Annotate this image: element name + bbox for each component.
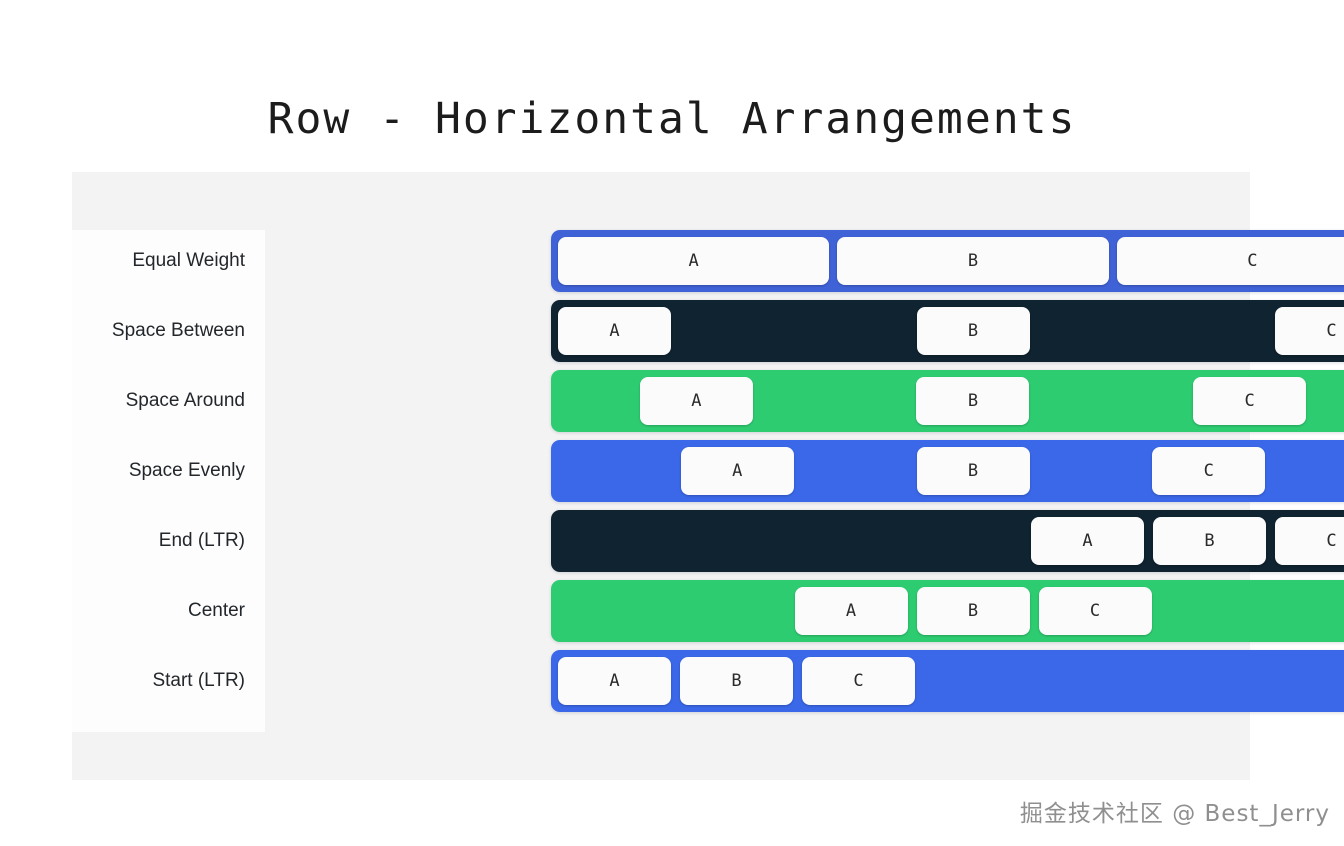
- row-label: Start (LTR): [152, 670, 245, 691]
- arrangement-row: Space Between A B C: [72, 300, 1344, 362]
- arrangement-row: Space Around A B C: [72, 370, 1344, 432]
- row-item-box[interactable]: B: [680, 657, 793, 705]
- row-label: Space Evenly: [128, 460, 245, 481]
- row-track-wrap: A B C: [265, 370, 1344, 432]
- row-item-box[interactable]: B: [1153, 517, 1266, 565]
- row-track-between[interactable]: A B C: [551, 300, 1344, 362]
- row-item-box[interactable]: A: [680, 447, 794, 495]
- row-item-box[interactable]: A: [639, 377, 753, 425]
- row-item-box[interactable]: A: [558, 237, 830, 285]
- row-item-box[interactable]: A: [558, 307, 671, 355]
- row-item-box[interactable]: B: [916, 587, 1030, 635]
- label-column-strip: [72, 230, 265, 732]
- row-item-box[interactable]: C: [1038, 587, 1152, 635]
- arrangement-row: Space Evenly A B C: [72, 440, 1344, 502]
- row-item-box[interactable]: C: [1193, 377, 1307, 425]
- row-item-box[interactable]: B: [837, 237, 1109, 285]
- row-label: Space Around: [125, 390, 245, 411]
- row-item-box[interactable]: C: [1275, 307, 1344, 355]
- row-item-box[interactable]: C: [1152, 447, 1266, 495]
- row-item-box[interactable]: A: [794, 587, 908, 635]
- row-track-wrap: A B C: [265, 440, 1344, 502]
- row-item-box[interactable]: C: [802, 657, 915, 705]
- row-item-box[interactable]: C: [1275, 517, 1344, 565]
- row-item-box[interactable]: B: [916, 447, 1030, 495]
- row-label: End (LTR): [158, 530, 245, 551]
- row-item-box[interactable]: B: [916, 307, 1030, 355]
- row-item-box[interactable]: B: [916, 377, 1030, 425]
- row-item-box[interactable]: A: [1031, 517, 1144, 565]
- row-item-box[interactable]: C: [1116, 237, 1344, 285]
- row-track-evenly[interactable]: A B C: [551, 440, 1344, 502]
- row-item-box[interactable]: A: [558, 657, 671, 705]
- row-label: Center: [187, 600, 245, 621]
- row-track-wrap: A B C: [265, 300, 1344, 362]
- page-title: Row - Horizontal Arrangements: [267, 94, 1077, 144]
- row-track-around[interactable]: A B C: [551, 370, 1344, 432]
- watermark: 掘金技术社区 @ Best_Jerry: [1019, 801, 1330, 827]
- row-label: Equal Weight: [132, 250, 245, 271]
- row-label: Space Between: [111, 320, 245, 341]
